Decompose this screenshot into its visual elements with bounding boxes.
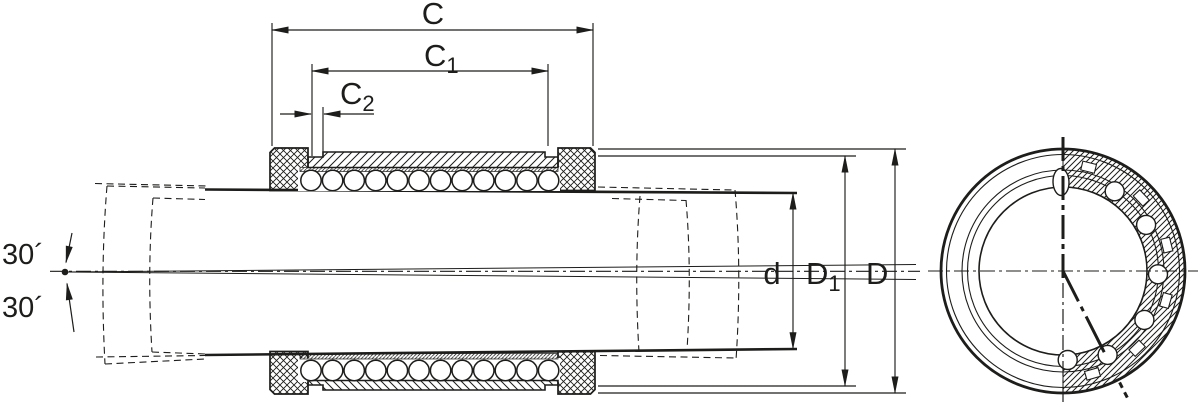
outer-sleeve [307, 379, 559, 391]
ball [537, 169, 560, 192]
tilt-leader-up [65, 232, 73, 264]
ball [472, 169, 495, 192]
dim-d1-label: D1 [806, 256, 841, 296]
ball [1135, 214, 1157, 236]
tilt-up-label: 30´ [2, 239, 44, 271]
ball [343, 359, 366, 382]
dim-d-label: d [763, 256, 780, 291]
bushing-bottom-band [269, 350, 596, 395]
dim-c [271, 23, 594, 146]
track-plate [299, 353, 559, 360]
dim-outer-label: D [866, 256, 888, 291]
ball-row-bottom [300, 359, 560, 382]
ball [429, 169, 452, 192]
track-plate [299, 167, 559, 172]
ball [321, 169, 344, 192]
ball [472, 359, 495, 382]
shaft-ghost-outlines-left [94, 182, 209, 365]
ball [300, 359, 322, 382]
ball-row-top [300, 169, 560, 192]
ball [300, 169, 322, 192]
ball [537, 359, 560, 382]
end-view [928, 137, 1198, 406]
end-cap [557, 350, 596, 395]
ball [1057, 349, 1078, 371]
ball [321, 359, 344, 382]
shaft-axis-lines [50, 264, 920, 280]
ball [386, 359, 409, 382]
diagonal-section-trace [1061, 270, 1130, 400]
tilt-leader-down [65, 282, 75, 333]
dim-c2-label: C2 [340, 76, 375, 116]
shaft-ghost-outlines-right [597, 186, 740, 361]
ball [364, 169, 387, 192]
ball [451, 169, 474, 192]
ball [451, 359, 474, 382]
ball [429, 359, 452, 382]
ball [494, 359, 517, 382]
cross-section-view: 30´ 30´ [2, 0, 920, 395]
dim-c-label: C [422, 0, 444, 31]
ball [516, 359, 538, 382]
end-cap [557, 147, 596, 192]
ball [1134, 309, 1155, 331]
ball [408, 359, 430, 382]
dim-d1 [598, 155, 856, 387]
ball [386, 169, 409, 192]
ball [494, 169, 517, 192]
tilt-down-label: 30´ [2, 292, 44, 324]
dim-c2 [280, 107, 374, 156]
end-view-centerlines [928, 137, 1198, 406]
ball [1104, 181, 1125, 202]
ball [343, 169, 366, 192]
track-plate-tabs [1080, 160, 1174, 381]
track-slot-top [1052, 167, 1070, 197]
dim-c1 [311, 64, 549, 156]
bushing-top-band [269, 147, 596, 192]
pivot-dot [61, 268, 69, 276]
ball [1147, 264, 1169, 285]
tilt-annotation: 30´ 30´ [2, 232, 75, 333]
dim-c1-label: C1 [424, 38, 459, 78]
dim-outer [598, 148, 906, 394]
shaft-edges [204, 188, 798, 357]
ball [408, 169, 430, 192]
ball [516, 169, 538, 192]
ball [364, 359, 387, 382]
outer-sleeve [307, 151, 559, 169]
